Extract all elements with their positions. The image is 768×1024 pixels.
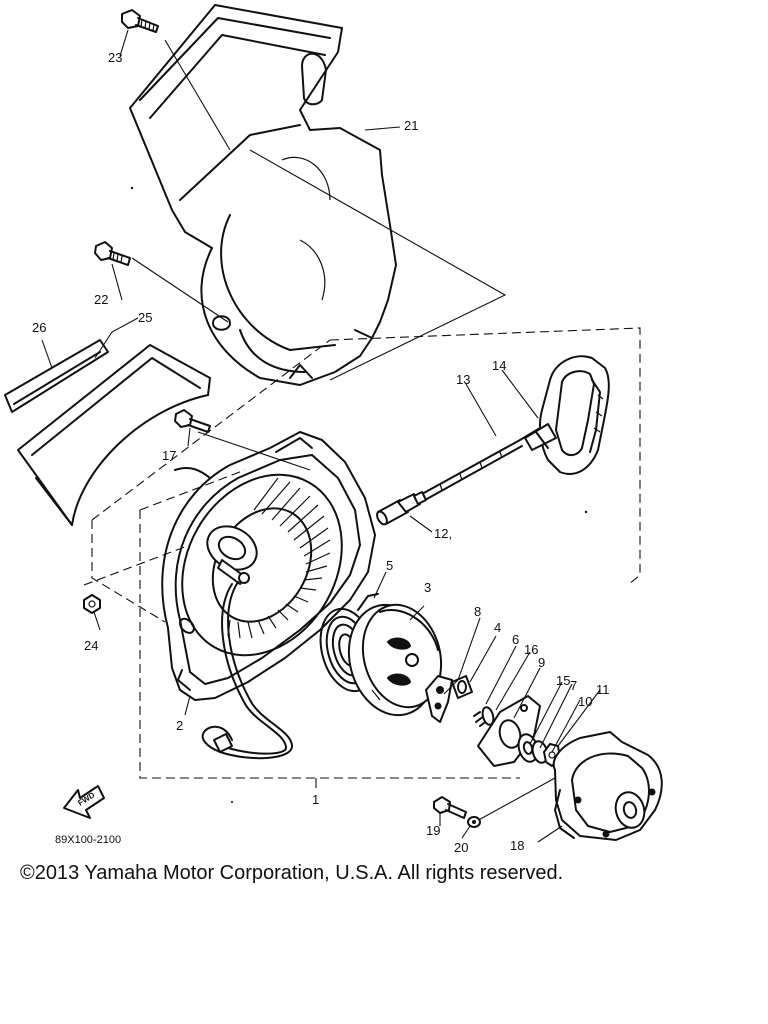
callout-26: 26: [32, 320, 46, 335]
fan-shroud-part-21: [129, 4, 397, 386]
callout-25: 25: [138, 310, 152, 325]
copyright-notice: ©2013 Yamaha Motor Corporation, U.S.A. A…: [20, 862, 564, 884]
callout-16: 16: [524, 642, 538, 657]
pawl-part-8: [425, 675, 453, 723]
callout-2: 2: [176, 718, 183, 733]
callout-8: 8: [474, 604, 481, 619]
callout-13: 13: [456, 372, 470, 387]
callout-21: 21: [404, 118, 418, 133]
callout-3: 3: [424, 580, 431, 595]
print-specks: [130, 186, 588, 803]
assembly-group-outline: [83, 327, 641, 779]
fwd-arrow-icon: FWD: [63, 785, 105, 819]
callout-19: 19: [426, 823, 440, 838]
bolt-part-17: [174, 409, 211, 433]
callout-23: 23: [108, 50, 122, 65]
leader-lines: [41, 29, 601, 843]
rope-part-13: [421, 439, 523, 501]
callout-17: 17: [162, 448, 176, 463]
callout-4: 4: [494, 620, 501, 635]
bolt-part-22: [94, 241, 131, 266]
callout-9: 9: [538, 655, 545, 670]
bolt-part-19: [433, 796, 467, 819]
handle-part-14: [519, 355, 610, 475]
callout-18: 18: [510, 838, 524, 853]
exploded-parts-diagram: FWD 89X100-2100 1 2 3 4: [4, 4, 663, 855]
callout-7: 7: [570, 678, 577, 693]
decal-part-26: [4, 339, 109, 413]
pulley-part-3: [347, 603, 443, 717]
callout-labels: 1 2 3 4 5 6 7 8 9 10 11 12, 13 14 15 16 …: [32, 50, 610, 855]
starter-case-part-2: [161, 431, 376, 760]
callout-11: 11: [596, 682, 610, 697]
callout-6: 6: [512, 632, 519, 647]
nut-part-24: [83, 594, 101, 614]
pawl-spring-part-4: [451, 675, 473, 699]
starter-cover-part-18: [552, 731, 663, 841]
callout-1: 1: [312, 792, 319, 807]
callout-10: 10: [578, 694, 592, 709]
callout-20: 20: [454, 840, 468, 855]
washer-part-16: [481, 706, 495, 726]
pin-part-12: [376, 491, 427, 526]
alignment-lines: [131, 39, 556, 823]
callout-22: 22: [94, 292, 108, 307]
bolt-part-23: [121, 9, 159, 33]
callout-5: 5: [386, 558, 393, 573]
callout-12: 12,: [434, 526, 452, 541]
drive-plate-part-9: [477, 695, 541, 767]
cover-part-25: [17, 344, 211, 526]
washer-part-20: [467, 816, 481, 828]
callout-14: 14: [492, 358, 506, 373]
callout-15: 15: [556, 673, 570, 688]
figure-code: 89X100-2100: [55, 834, 121, 846]
callout-24: 24: [84, 638, 98, 653]
